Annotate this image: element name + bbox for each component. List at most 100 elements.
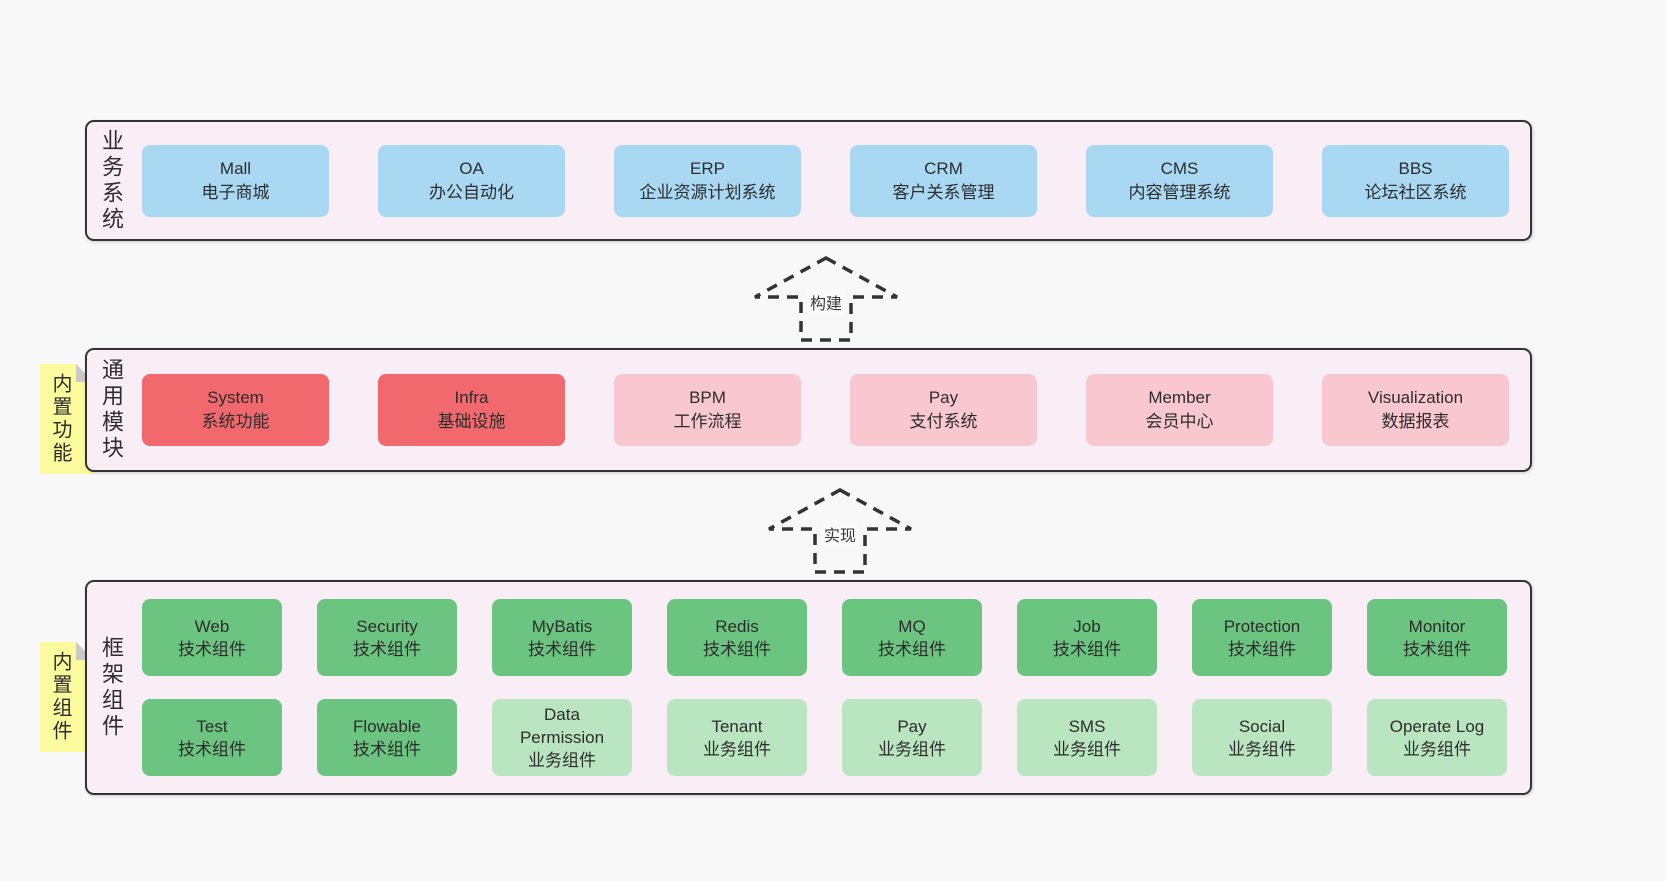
node-subtitle: 系统功能 xyxy=(201,412,270,431)
node-subtitle: 技术组件 xyxy=(178,639,246,659)
node-title: System xyxy=(207,388,264,407)
node-cms: CMS 内容管理系统 xyxy=(1086,144,1273,217)
node-subtitle: 业务组件 xyxy=(1228,739,1296,759)
framework-components-row-1: Web 技术组件 Security 技术组件 MyBatis 技术组件 Redi… xyxy=(142,599,1507,676)
node-subtitle: 支付系统 xyxy=(909,412,978,431)
node-visualization: Visualization 数据报表 xyxy=(1322,374,1509,446)
node-infra: Infra 基础设施 xyxy=(378,374,565,446)
node-oa: OA 办公自动化 xyxy=(378,144,565,217)
node-subtitle: 技术组件 xyxy=(1403,639,1471,659)
node-title: Operate Log xyxy=(1389,716,1485,736)
framework-components-row-2: Test 技术组件 Flowable 技术组件 Data Permission … xyxy=(142,699,1507,776)
layer-business-systems: 业务系统 Mall 电子商城 OA 办公自动化 ERP 企业资源计划系统 CRM… xyxy=(85,120,1532,241)
sticky-note-text: 内置功能 xyxy=(49,373,71,465)
node-redis: Redis 技术组件 xyxy=(667,599,807,676)
node-subtitle: 企业资源计划系统 xyxy=(639,182,776,202)
arrow-build-label: 构建 xyxy=(806,289,846,315)
node-title: Data Permission xyxy=(519,705,605,747)
node-title: OA xyxy=(459,158,484,178)
node-bbs: BBS 论坛社区系统 xyxy=(1322,144,1509,217)
node-security: Security 技术组件 xyxy=(317,599,457,676)
node-job: Job 技术组件 xyxy=(1017,599,1157,676)
node-title: SMS xyxy=(1068,716,1106,736)
node-title: Pay xyxy=(897,716,927,736)
node-subtitle: 客户关系管理 xyxy=(892,182,995,202)
node-subtitle: 技术组件 xyxy=(878,639,946,659)
node-title: Test xyxy=(196,716,228,736)
node-subtitle: 办公自动化 xyxy=(429,182,514,202)
node-subtitle: 技术组件 xyxy=(528,639,596,659)
node-mall: Mall 电子商城 xyxy=(142,144,329,217)
node-system: System 系统功能 xyxy=(142,374,329,446)
node-subtitle: 业务组件 xyxy=(528,751,596,770)
node-title: Visualization xyxy=(1367,388,1464,407)
arrow-build: 构建 xyxy=(751,255,901,343)
node-protection: Protection 技术组件 xyxy=(1192,599,1332,676)
node-subtitle: 技术组件 xyxy=(178,739,246,759)
common-modules-nodes: System 系统功能 Infra 基础设施 BPM 工作流程 Pay 支付系统… xyxy=(142,374,1509,446)
node-flowable: Flowable 技术组件 xyxy=(317,699,457,776)
node-web: Web 技术组件 xyxy=(142,599,282,676)
node-monitor: Monitor 技术组件 xyxy=(1367,599,1507,676)
node-title: Social xyxy=(1238,716,1286,736)
node-title: Flowable xyxy=(352,716,422,736)
node-pay-component: Pay 业务组件 xyxy=(842,699,982,776)
node-data-permission: Data Permission 业务组件 xyxy=(492,699,632,776)
node-mq: MQ 技术组件 xyxy=(842,599,982,676)
node-title: Protection xyxy=(1223,616,1301,636)
node-operate-log: Operate Log 业务组件 xyxy=(1367,699,1507,776)
node-subtitle: 论坛社区系统 xyxy=(1364,182,1467,202)
sticky-note-text: 内置组件 xyxy=(49,651,71,743)
node-title: BBS xyxy=(1398,158,1433,178)
node-title: Mall xyxy=(219,158,252,178)
node-subtitle: 技术组件 xyxy=(1228,639,1296,659)
node-subtitle: 基础设施 xyxy=(437,412,506,431)
node-title: CRM xyxy=(924,158,963,178)
node-subtitle: 技术组件 xyxy=(353,639,421,659)
node-social: Social 业务组件 xyxy=(1192,699,1332,776)
arrow-implement-label: 实现 xyxy=(820,521,860,547)
framework-components-nodes: Web 技术组件 Security 技术组件 MyBatis 技术组件 Redi… xyxy=(142,599,1507,776)
node-tenant: Tenant 业务组件 xyxy=(667,699,807,776)
node-subtitle: 内容管理系统 xyxy=(1128,182,1231,202)
node-title: Monitor xyxy=(1408,616,1466,636)
node-title: CMS xyxy=(1160,158,1199,178)
node-subtitle: 工作流程 xyxy=(673,412,742,431)
layer-title-business-systems: 业务系统 xyxy=(99,128,124,233)
node-title: Web xyxy=(194,616,230,636)
node-title: ERP xyxy=(690,158,725,178)
layer-title-common-modules: 通用模块 xyxy=(99,358,124,462)
node-subtitle: 会员中心 xyxy=(1145,412,1214,431)
arrow-implement: 实现 xyxy=(765,487,915,575)
up-arrow-icon xyxy=(768,488,912,574)
node-title: Infra xyxy=(454,388,489,407)
node-bpm: BPM 工作流程 xyxy=(614,374,801,446)
node-title: MQ xyxy=(898,616,926,636)
node-subtitle: 业务组件 xyxy=(878,739,946,759)
node-title: Redis xyxy=(715,616,759,636)
node-sms: SMS 业务组件 xyxy=(1017,699,1157,776)
node-title: Security xyxy=(356,616,418,636)
node-title: Member xyxy=(1148,388,1211,407)
node-subtitle: 电子商城 xyxy=(201,182,270,202)
node-mybatis: MyBatis 技术组件 xyxy=(492,599,632,676)
node-subtitle: 技术组件 xyxy=(1053,639,1121,659)
node-subtitle: 数据报表 xyxy=(1381,412,1450,431)
node-subtitle: 业务组件 xyxy=(1053,739,1121,759)
node-member: Member 会员中心 xyxy=(1086,374,1273,446)
node-title: MyBatis xyxy=(531,616,593,636)
node-title: Pay xyxy=(928,388,959,407)
node-subtitle: 业务组件 xyxy=(703,739,771,759)
node-subtitle: 技术组件 xyxy=(703,639,771,659)
node-test: Test 技术组件 xyxy=(142,699,282,776)
node-title: BPM xyxy=(689,388,726,407)
node-title: Job xyxy=(1073,616,1101,636)
layer-common-modules: 通用模块 System 系统功能 Infra 基础设施 BPM 工作流程 Pay… xyxy=(85,348,1532,472)
node-crm: CRM 客户关系管理 xyxy=(850,144,1037,217)
node-erp: ERP 企业资源计划系统 xyxy=(614,144,801,217)
layer-framework-components: 框架组件 Web 技术组件 Security 技术组件 MyBatis 技术组件… xyxy=(85,580,1532,795)
business-systems-nodes: Mall 电子商城 OA 办公自动化 ERP 企业资源计划系统 CRM 客户关系… xyxy=(142,144,1509,217)
node-subtitle: 技术组件 xyxy=(353,739,421,759)
node-subtitle: 业务组件 xyxy=(1403,739,1471,759)
